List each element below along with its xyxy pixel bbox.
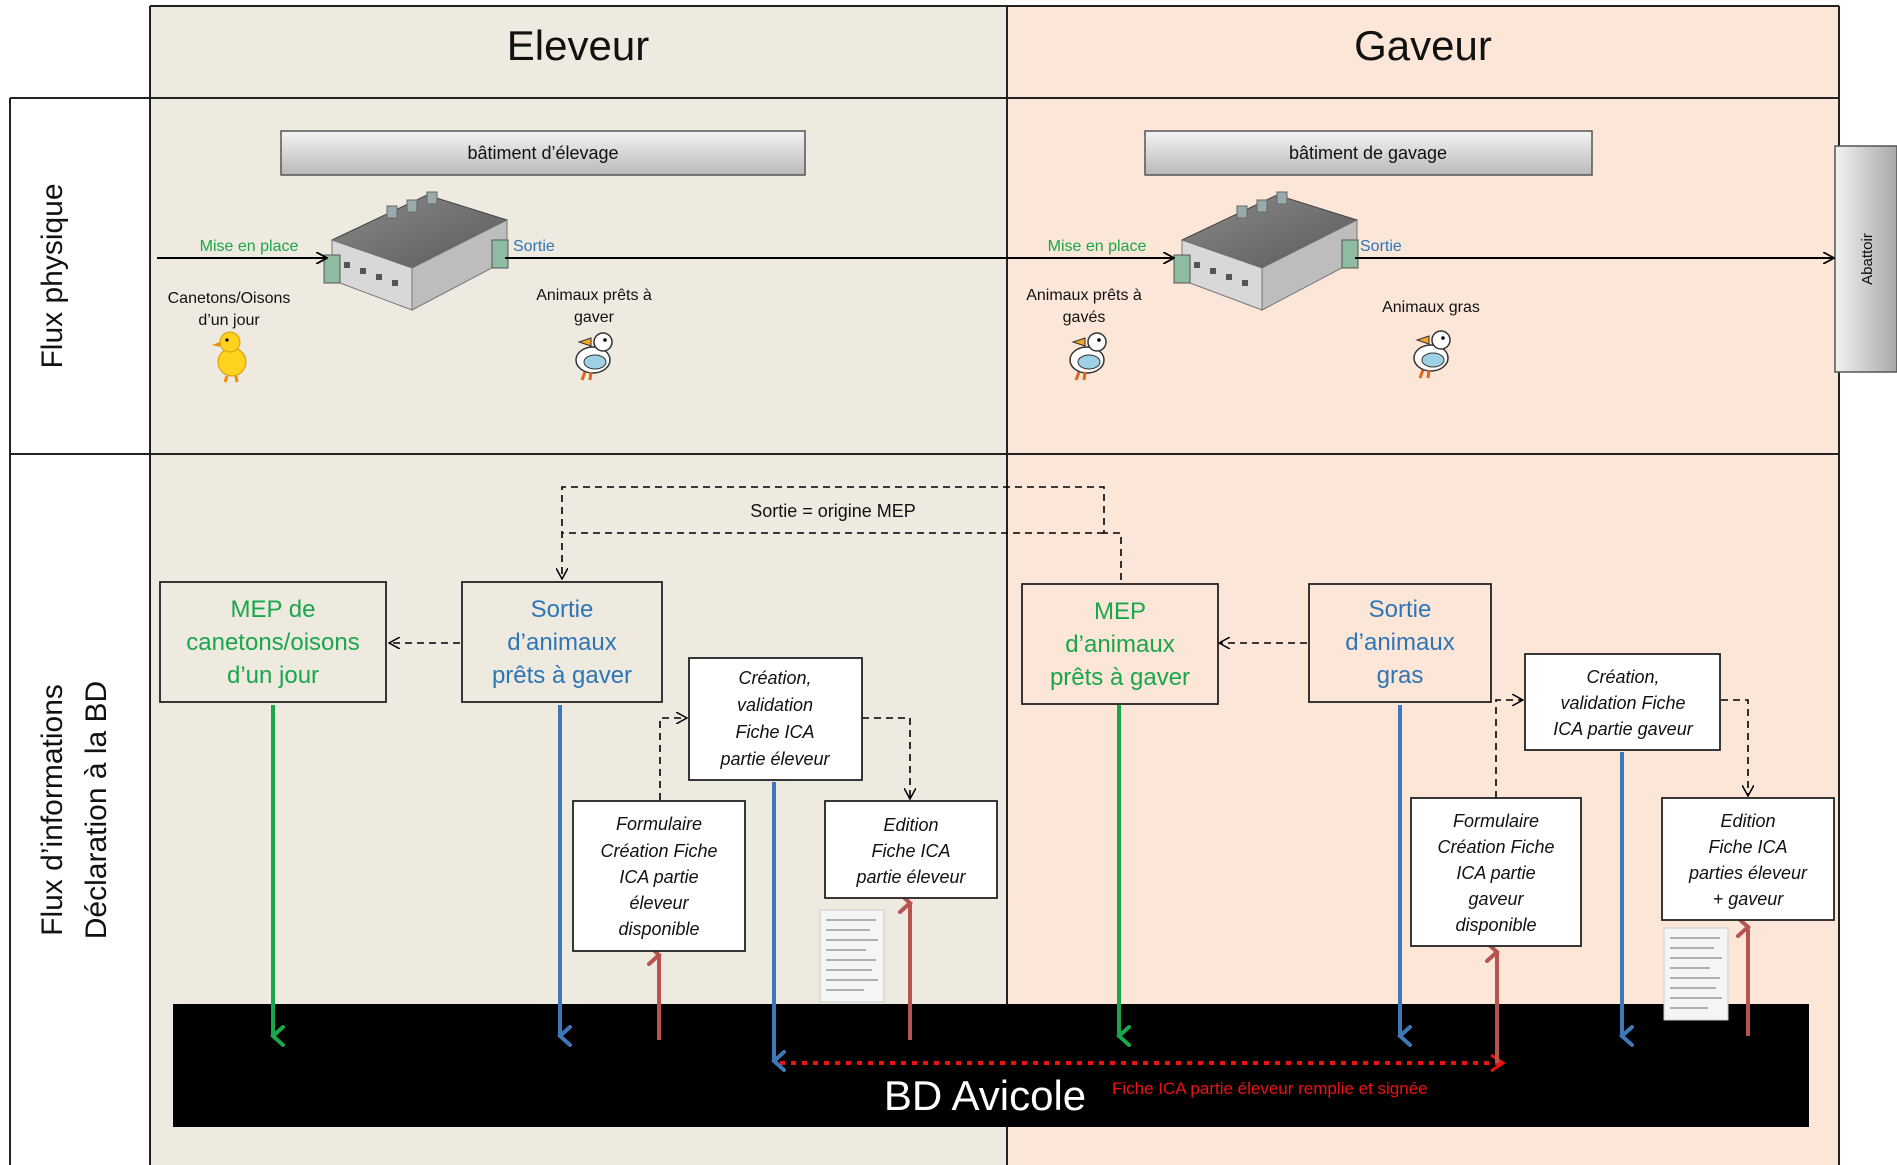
building-bar-right: [1144, 130, 1593, 176]
document-thumbnail-right: [1663, 927, 1729, 1021]
row-label-info-line2: Déclaration à la BD: [80, 681, 113, 939]
box-edition-left-line3: partie éleveur: [855, 867, 966, 887]
dashed-loop-inner: [562, 532, 1104, 578]
box-creation-left: [688, 657, 863, 781]
box-creation-right-line3: ICA partie gaveur: [1553, 719, 1693, 739]
box-sortie-right-line2: d’animaux: [1345, 629, 1454, 656]
column-header-gaveur: Gaveur: [1354, 22, 1492, 69]
row-label-info-line1: Flux d’informations: [36, 684, 69, 936]
box-mep-right-line1: MEP: [1094, 598, 1146, 625]
box-creation-left-line4: partie éleveur: [719, 749, 830, 769]
box-formulaire-left-line2: Création Fiche: [600, 841, 717, 861]
box-creation-left-line2: validation: [737, 695, 813, 715]
building-label-right: bâtiment de gavage: [1289, 143, 1447, 163]
box-creation-right-line2: validation Fiche: [1560, 693, 1685, 713]
box-formulaire-right-line1: Formulaire: [1453, 811, 1539, 831]
dashed-loop-outer: [561, 486, 1122, 580]
database-name: BD Avicole: [884, 1072, 1086, 1119]
animals-out-left-line1: Animaux prêts à: [536, 287, 652, 304]
box-formulaire-right-line2: Création Fiche: [1437, 837, 1554, 857]
box-edition-right-line4: + gaveur: [1713, 889, 1785, 909]
label-mep-right: Mise en place: [1048, 238, 1147, 255]
box-formulaire-right-line3: ICA partie: [1456, 863, 1535, 883]
animals-out-right: Animaux gras: [1382, 299, 1480, 316]
box-mep-left-line1: MEP de: [231, 596, 316, 623]
box-creation-left-line1: Création,: [738, 668, 811, 688]
box-formulaire-left-line3: ICA partie: [619, 867, 698, 887]
animals-out-left-line2: gaver: [574, 309, 615, 326]
box-sortie-left: [461, 581, 663, 703]
label-mep-left: Mise en place: [200, 238, 299, 255]
box-creation-right-line1: Création,: [1586, 667, 1659, 687]
database-bar: [173, 1004, 1809, 1127]
dashed-creation-to-edition-right: [1721, 699, 1748, 795]
box-edition-left-line2: Fiche ICA: [871, 841, 950, 861]
box-sortie-left-line1: Sortie: [531, 596, 594, 623]
box-sortie-left-line2: d’animaux: [507, 629, 616, 656]
box-mep-left-line2: canetons/oisons: [186, 629, 359, 656]
abattoir-box: [1834, 145, 1897, 373]
box-edition-left: [824, 800, 998, 899]
dashed-formulaire-to-creation-left: [659, 718, 686, 800]
label-sortie-left: Sortie: [513, 238, 555, 255]
box-formulaire-left-line4: éleveur: [629, 893, 689, 913]
column-header-eleveur: Eleveur: [507, 22, 649, 69]
box-formulaire-left-line5: disponible: [618, 919, 699, 939]
box-mep-right-line3: prêts à gaver: [1050, 664, 1190, 691]
box-sortie-right: [1308, 583, 1492, 703]
box-creation-right: [1524, 653, 1721, 751]
box-edition-right-line1: Edition: [1720, 811, 1775, 831]
box-sortie-right-line3: gras: [1377, 662, 1424, 689]
box-sortie-left-line3: prêts à gaver: [492, 662, 632, 689]
label-sortie-right: Sortie: [1360, 238, 1402, 255]
box-edition-left-line1: Edition: [883, 815, 938, 835]
dashed-loop-label: Sortie = origine MEP: [750, 501, 916, 521]
box-mep-right: [1021, 583, 1219, 705]
animals-in-right-line1: Animaux prêts à: [1026, 287, 1142, 304]
box-edition-right: [1661, 797, 1835, 921]
box-formulaire-right-line4: gaveur: [1468, 889, 1524, 909]
abattoir-label: Abattoir: [1859, 233, 1876, 285]
box-mep-left-line3: d’un jour: [227, 662, 319, 689]
box-formulaire-left: [572, 800, 746, 952]
box-creation-left-line3: Fiche ICA: [735, 722, 814, 742]
animals-in-right-line2: gavés: [1063, 309, 1106, 326]
box-edition-right-line3: parties éleveur: [1688, 863, 1808, 883]
box-sortie-right-line1: Sortie: [1369, 596, 1432, 623]
animals-in-left-line2: d’un jour: [198, 312, 260, 329]
box-mep-right-line2: d’animaux: [1065, 631, 1174, 658]
box-mep-left: [159, 581, 387, 703]
database-transfer-label: Fiche ICA partie éleveur remplie et sign…: [1112, 1079, 1428, 1098]
building-label-left: bâtiment d’élevage: [467, 143, 618, 163]
dashed-creation-to-edition-left: [862, 717, 910, 798]
box-formulaire-right-line5: disponible: [1455, 915, 1536, 935]
building-bar-left: [280, 130, 806, 176]
animals-in-left-line1: Canetons/Oisons: [168, 290, 291, 307]
box-edition-right-line2: Fiche ICA: [1708, 837, 1787, 857]
row-label-physical: Flux physique: [36, 183, 69, 368]
document-thumbnail-left: [819, 909, 885, 1003]
box-formulaire-right: [1410, 797, 1582, 947]
dashed-formulaire-to-creation-right: [1495, 700, 1522, 798]
box-formulaire-left-line1: Formulaire: [616, 814, 702, 834]
